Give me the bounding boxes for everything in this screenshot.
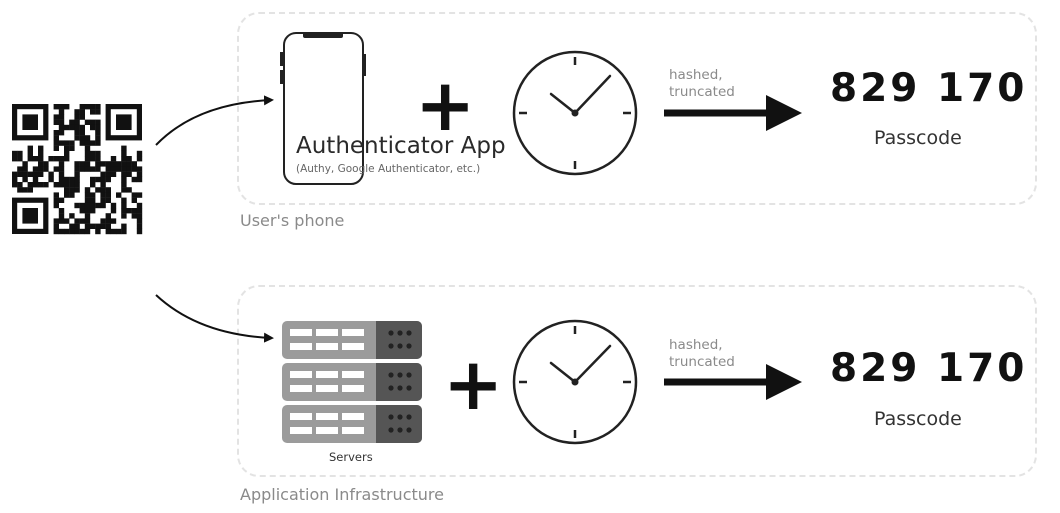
phone-icon xyxy=(280,32,366,185)
passcode-value-servers: 829 170 xyxy=(830,346,1028,391)
qr-code-icon xyxy=(12,104,143,235)
servers-label: Servers xyxy=(329,450,373,464)
users-phone-panel xyxy=(237,12,1037,205)
infrastructure-caption: Application Infrastructure xyxy=(240,485,444,504)
note-line-truncated: truncated xyxy=(669,84,735,100)
note-line-hashed: hashed, xyxy=(669,337,723,353)
authenticator-app-subtitle: (Authy, Google Authenticator, etc.) xyxy=(296,163,481,175)
plus-sign-phone: + xyxy=(415,63,476,147)
note-line-truncated: truncated xyxy=(669,354,735,370)
hashed-truncated-note-servers: hashed, truncated xyxy=(669,337,735,371)
users-phone-caption: User's phone xyxy=(240,211,345,230)
hash-arrow-servers xyxy=(664,364,802,400)
passcode-label-servers: Passcode xyxy=(874,408,962,430)
plus-sign-servers: + xyxy=(443,342,504,426)
passcode-label-phone: Passcode xyxy=(874,127,962,149)
note-line-hashed: hashed, xyxy=(669,67,723,83)
hashed-truncated-note-phone: hashed, truncated xyxy=(669,67,735,101)
qr-to-phone-arrow xyxy=(155,95,274,146)
infrastructure-panel xyxy=(237,285,1037,477)
clock-icon-phone xyxy=(512,50,638,176)
servers-icon xyxy=(282,321,422,443)
clock-icon-servers xyxy=(512,319,638,445)
authenticator-app-title: Authenticator App xyxy=(296,133,506,159)
qr-to-servers-arrow xyxy=(155,294,274,343)
hash-arrow-phone xyxy=(664,95,802,131)
passcode-value-phone: 829 170 xyxy=(830,66,1028,111)
